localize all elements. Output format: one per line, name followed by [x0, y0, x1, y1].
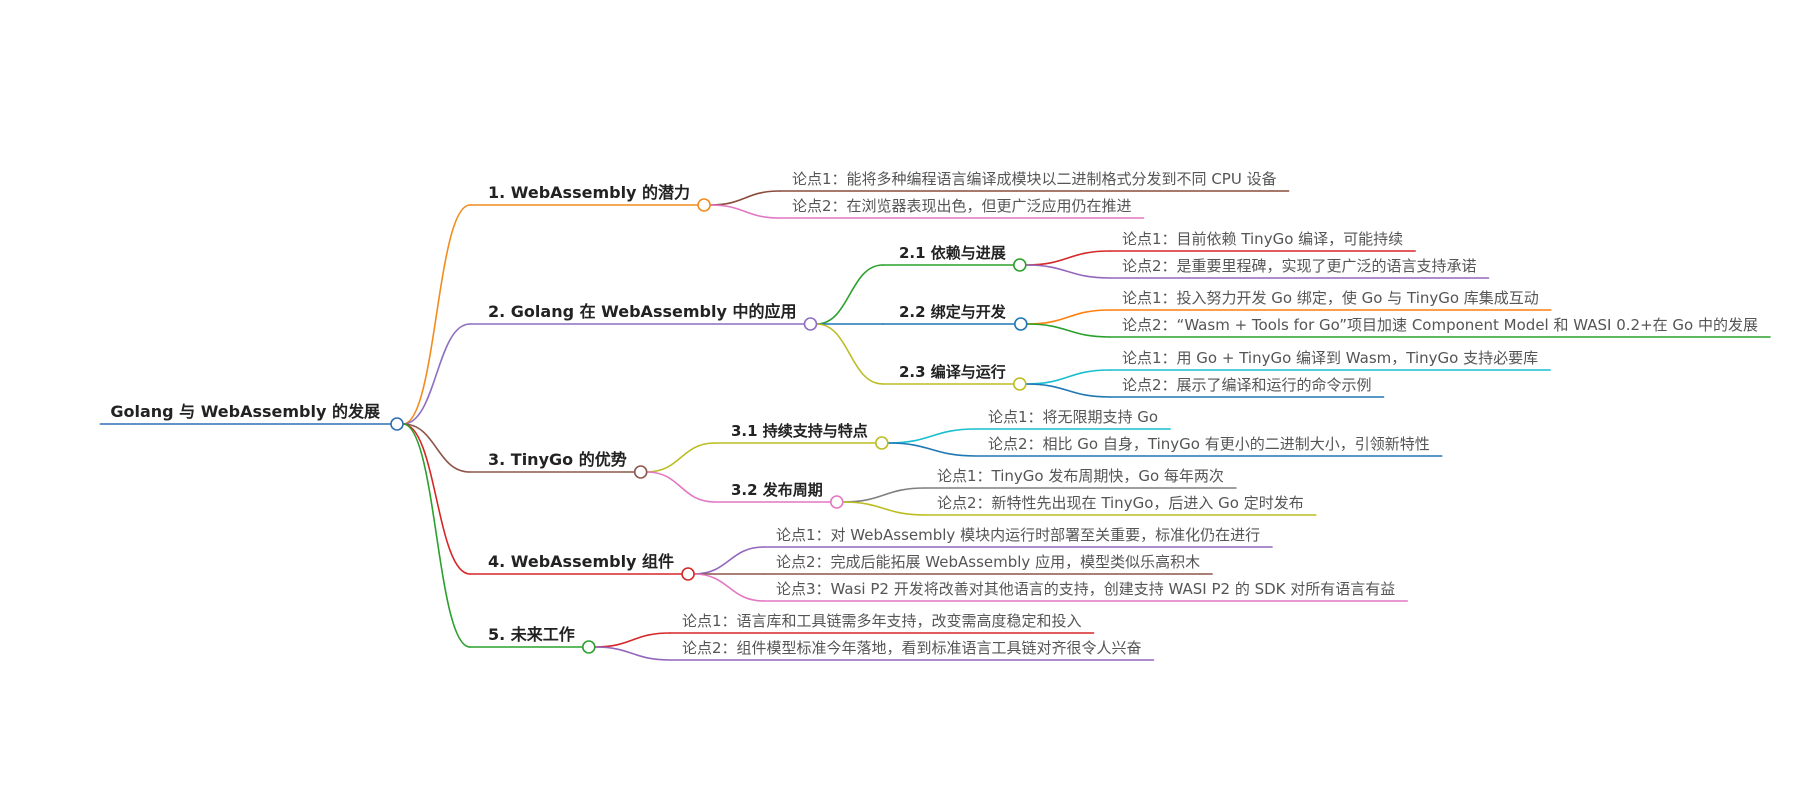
branch-circle-3[interactable] [633, 465, 648, 479]
branch-webassembly-potential-label[interactable]: 1. WebAssembly 的潜力 [488, 183, 690, 202]
point-5-2[interactable]: 论点2：组件模型标准今年落地，看到标准语言工具链对齐很令人兴奋 [682, 639, 1142, 657]
point-4-2[interactable]: 论点2：完成后能拓展 WebAssembly 应用，模型类似乐高积木 [776, 553, 1200, 571]
branch-future-work-label[interactable]: 5. 未来工作 [488, 625, 575, 644]
root-to-branch-1 [402, 204, 471, 425]
edge-to-point-2-1-2 [1025, 264, 1111, 279]
branch-to-sub-3-1 [645, 442, 716, 473]
subbranch-3-1-label[interactable]: 3.1 持续支持与特点 [731, 422, 868, 440]
subbranch-2-1-label[interactable]: 2.1 依赖与进展 [899, 244, 1006, 262]
point-5-1[interactable]: 论点1：语言库和工具链需多年支持，改变需高度稳定和投入 [682, 612, 1082, 630]
branch-circle-2[interactable] [803, 317, 818, 331]
point-2-2-1[interactable]: 论点1：投入努力开发 Go 绑定，使 Go 与 TinyGo 库集成互动 [1122, 289, 1539, 307]
point-1-1[interactable]: 论点1：能将多种编程语言编译成模块以二进制格式分发到不同 CPU 设备 [792, 170, 1277, 188]
branch-golang-in-wasm-label[interactable]: 2. Golang 在 WebAssembly 中的应用 [488, 302, 796, 321]
branch-circle-4[interactable] [681, 567, 695, 581]
subbranch-circle-2-3[interactable] [1012, 377, 1027, 391]
edge-to-point-4-3 [693, 573, 765, 602]
subbranch-circle-3-2[interactable] [829, 495, 844, 509]
root-node[interactable]: Golang 与 WebAssembly 的发展 [110, 402, 381, 421]
edge-to-point-3-1-1 [886, 428, 977, 444]
subbranch-circle-3-1[interactable] [874, 436, 889, 450]
point-2-1-2[interactable]: 论点2：是重要里程碑，实现了更广泛的语言支持承诺 [1122, 257, 1477, 275]
subbranch-2-3-label[interactable]: 2.3 编译与运行 [899, 363, 1006, 381]
edge-to-point-2-1-1 [1025, 250, 1111, 266]
edge-to-point-1-2 [709, 204, 781, 219]
point-2-1-1[interactable]: 论点1：目前依赖 TinyGo 编译，可能持续 [1122, 230, 1403, 248]
point-3-2-2[interactable]: 论点2：新特性先出现在 TinyGo，后进入 Go 定时发布 [937, 494, 1304, 512]
edge-to-point-2-3-2 [1025, 383, 1111, 398]
branch-to-sub-2-3 [815, 323, 884, 385]
point-4-1[interactable]: 论点1：对 WebAssembly 模块内运行时部署至关重要，标准化仍在进行 [776, 526, 1260, 544]
subbranch-3-2-label[interactable]: 3.2 发布周期 [731, 481, 823, 499]
subbranch-circle-2-1[interactable] [1012, 258, 1027, 272]
subbranch-circle-2-2[interactable] [1013, 317, 1028, 331]
root-label: Golang 与 WebAssembly 的发展 [110, 402, 381, 421]
branch-tinygo-advantages-label[interactable]: 3. TinyGo 的优势 [488, 450, 627, 469]
point-3-1-2[interactable]: 论点2：相比 Go 自身，TinyGo 有更小的二进制大小，引领新特性 [988, 435, 1430, 453]
point-2-2-2[interactable]: 论点2：“Wasm + Tools for Go”项目加速 Component … [1122, 316, 1758, 334]
edge-to-point-3-1-2 [886, 442, 977, 457]
point-2-3-2[interactable]: 论点2：展示了编译和运行的命令示例 [1122, 376, 1372, 394]
edge-to-point-5-1 [593, 632, 671, 648]
edge-to-point-2-2-2 [1025, 323, 1111, 338]
branch-circle-1[interactable] [697, 198, 711, 212]
root-to-branch-5 [402, 423, 471, 648]
root-circle[interactable] [390, 417, 404, 431]
root-to-branch-2 [402, 323, 471, 425]
edge-to-point-4-1 [693, 546, 765, 575]
branch-wasm-components-label[interactable]: 4. WebAssembly 组件 [488, 552, 674, 571]
edge-to-point-3-2-2 [841, 501, 926, 516]
point-4-3[interactable]: 论点3：Wasi P2 开发将改善对其他语言的支持，创建支持 WASI P2 的… [776, 580, 1395, 598]
subbranch-2-2-label[interactable]: 2.2 绑定与开发 [899, 303, 1007, 321]
point-3-1-1[interactable]: 论点1：将无限期支持 Go [988, 408, 1158, 426]
root-to-branch-3 [402, 423, 471, 473]
point-3-2-1[interactable]: 论点1：TinyGo 发布周期快，Go 每年两次 [937, 467, 1224, 485]
edge-to-point-1-1 [709, 190, 781, 206]
branch-to-sub-2-1 [815, 264, 884, 325]
edge-to-point-3-2-1 [841, 487, 926, 503]
root-to-branch-4 [402, 423, 471, 575]
edge-to-point-2-2-1 [1025, 309, 1111, 325]
point-2-3-1[interactable]: 论点1：用 Go + TinyGo 编译到 Wasm，TinyGo 支持必要库 [1122, 349, 1538, 367]
point-1-2[interactable]: 论点2：在浏览器表现出色，但更广泛应用仍在推进 [792, 197, 1132, 215]
edge-to-point-2-3-1 [1025, 369, 1111, 385]
branch-circle-5[interactable] [581, 640, 596, 654]
edge-to-point-5-2 [593, 646, 671, 661]
branch-to-sub-3-2 [645, 471, 716, 503]
edges-layer [99, 190, 1771, 661]
